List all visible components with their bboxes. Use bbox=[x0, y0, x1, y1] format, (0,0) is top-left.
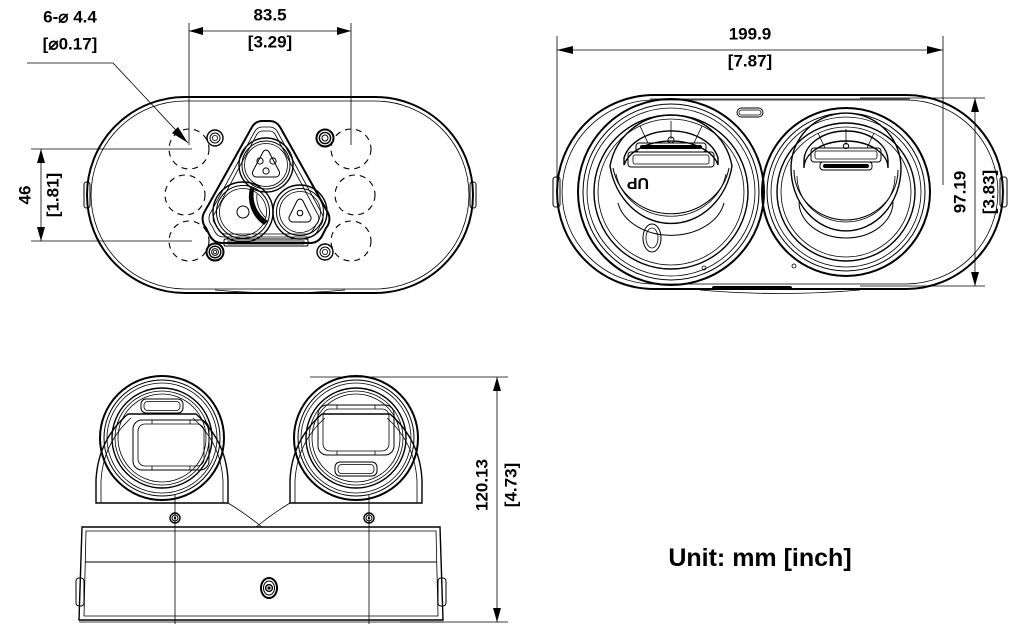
dimension-83-5-value-inch: [3.29] bbox=[248, 32, 292, 51]
bottom-view-side-tabs bbox=[83, 181, 477, 209]
lens-lower-right bbox=[272, 184, 328, 240]
front-view-neck-joins bbox=[227, 502, 291, 528]
screw-boss bbox=[205, 242, 225, 262]
ir-illuminator-top bbox=[238, 137, 294, 193]
dimension-97-19-value-inch: [3.83] bbox=[979, 170, 998, 214]
dimension-97-19-value-mm: 97.19 bbox=[950, 171, 969, 214]
screw-boss bbox=[315, 128, 335, 148]
dimension-120-13-value-inch: [4.73] bbox=[501, 463, 520, 507]
top-view-dome-right bbox=[761, 107, 931, 277]
screw-boss bbox=[316, 243, 334, 261]
dimension-199-9-value-mm: 199.9 bbox=[729, 24, 772, 43]
dimension-120-13: 120.13 [4.73] bbox=[310, 376, 520, 623]
bottom-view: 83.5 [3.29] 46 [1.81] 6-⌀ 4.4 [⌀0.17] bbox=[15, 5, 477, 294]
unit-note: Unit: mm [inch] bbox=[668, 544, 851, 572]
dimension-97-19: 97.19 [3.83] bbox=[860, 97, 998, 287]
screw-boss-group bbox=[205, 128, 335, 262]
dimension-120-13-value-mm: 120.13 bbox=[472, 459, 491, 511]
top-view-dome-left: UP bbox=[577, 98, 765, 286]
up-marking-label: UP bbox=[626, 174, 649, 191]
hole-callout-line2: [⌀0.17] bbox=[43, 34, 98, 53]
dimension-46-value-mm: 46 bbox=[15, 186, 34, 205]
dimension-83-5-value-mm: 83.5 bbox=[253, 5, 286, 24]
microphone-arc bbox=[248, 188, 268, 225]
front-view-base bbox=[75, 526, 447, 623]
front-view-turret-left bbox=[95, 375, 229, 624]
dimension-46: 46 [1.81] bbox=[15, 148, 192, 242]
top-view-top-slot bbox=[736, 107, 764, 118]
bottom-view-outline bbox=[86, 96, 474, 294]
top-view: UP bbox=[552, 24, 1008, 294]
up-marking: UP bbox=[626, 174, 649, 191]
front-view-turret-right bbox=[289, 375, 423, 624]
dimension-83-5: 83.5 [3.29] bbox=[188, 5, 352, 145]
dimension-199-9-value-inch: [7.87] bbox=[728, 51, 772, 70]
base-center-screw bbox=[260, 577, 278, 599]
screw-boss bbox=[206, 129, 224, 147]
front-view: 120.13 [4.73] bbox=[75, 375, 520, 624]
hole-callout-line1: 6-⌀ 4.4 bbox=[43, 7, 97, 26]
top-view-outline bbox=[556, 94, 1004, 290]
hole-callout: 6-⌀ 4.4 [⌀0.17] bbox=[27, 7, 189, 144]
top-view-side-tabs bbox=[552, 176, 1008, 208]
dimension-46-value-inch: [1.81] bbox=[43, 173, 62, 217]
dimension-199-9: 199.9 [7.87] bbox=[556, 24, 944, 185]
lens-lower-left bbox=[212, 181, 274, 243]
